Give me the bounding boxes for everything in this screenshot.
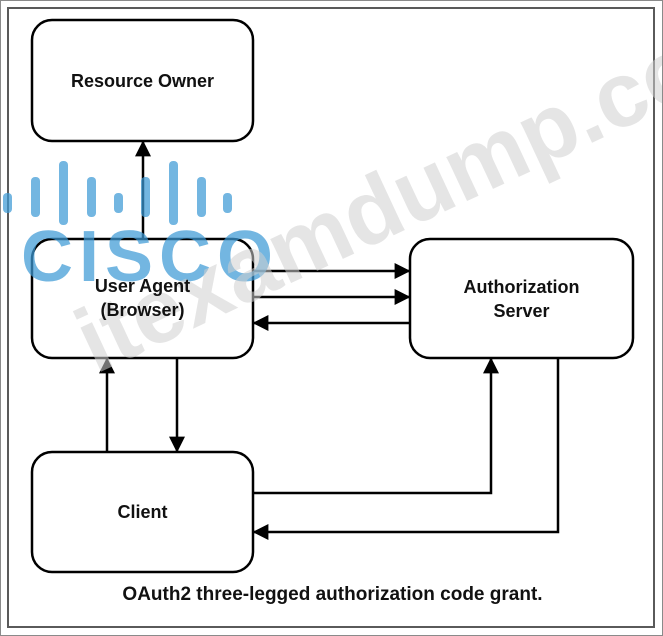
arrow-authz-to-client [252, 358, 560, 540]
cisco-logo-text: CISCO [21, 217, 280, 297]
client-label: Client [117, 502, 168, 522]
user-agent-label: User Agent (Browser) [94, 276, 191, 320]
diagram-caption: OAuth2 three-legged authorization code g… [122, 584, 543, 605]
authorization-server-label: Authorization Server [463, 276, 580, 321]
cisco-logo-bars [3, 161, 232, 225]
arrow-client-to-authz [253, 357, 499, 495]
client-box [30, 450, 255, 574]
resource-owner-label: Resource Owner [70, 70, 215, 91]
inner-border [7, 7, 655, 628]
